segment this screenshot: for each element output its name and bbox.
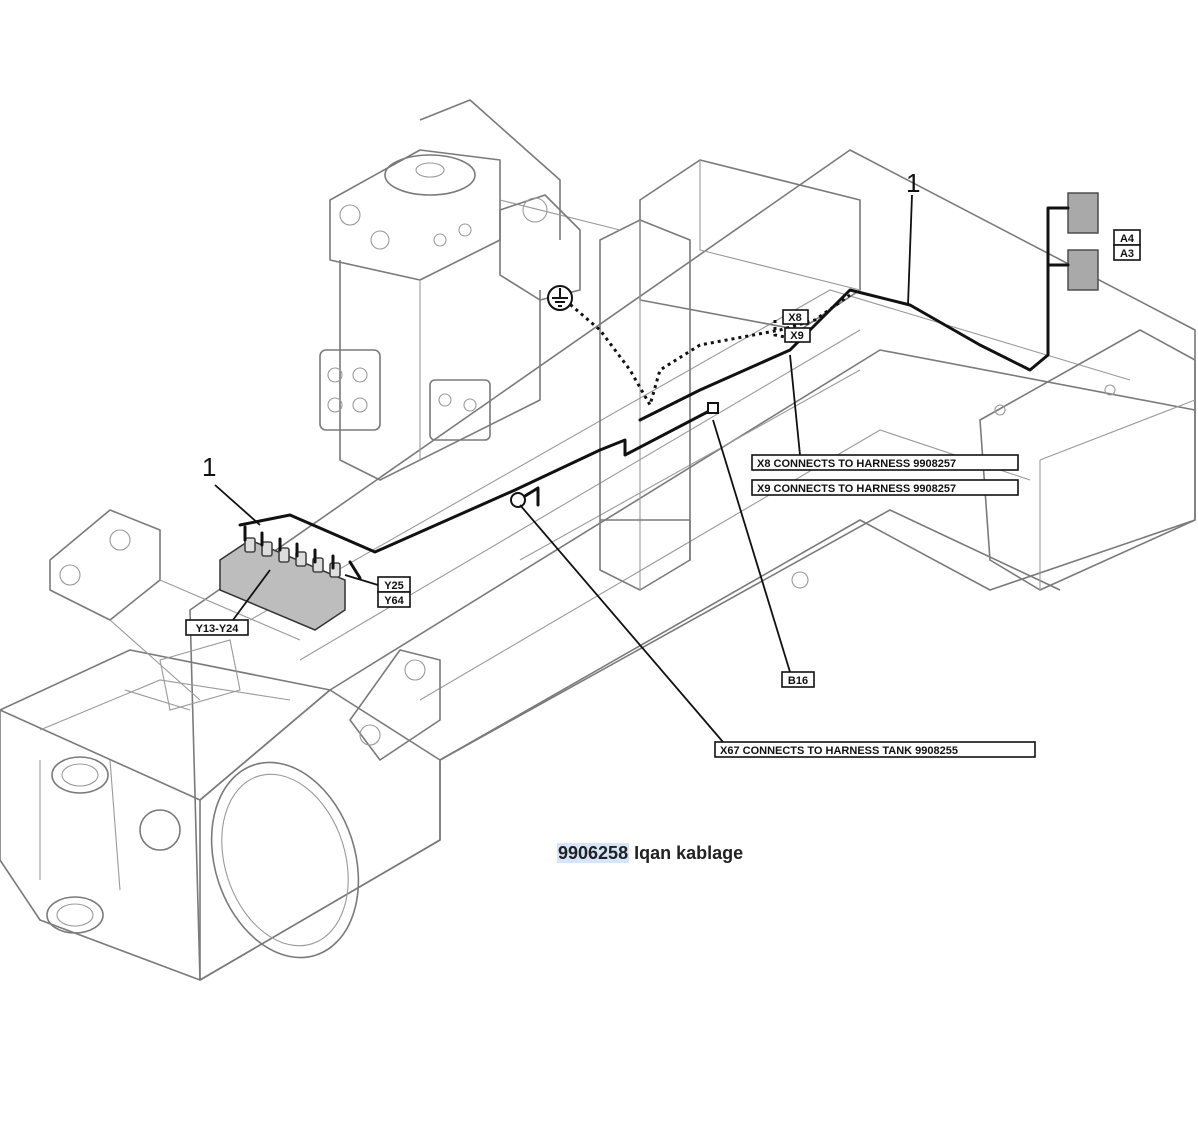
label-x9-short: X9 [784, 327, 811, 343]
leader-lines [214, 194, 913, 743]
label-x9-note: X9 CONNECTS TO HARNESS 9908257 [751, 479, 1019, 496]
label-a4: A4 [1113, 229, 1141, 246]
svg-text:A4: A4 [1120, 233, 1135, 245]
diagram-caption: 9906258 Iqan kablage [557, 843, 743, 864]
svg-text:A3: A3 [1120, 248, 1134, 260]
svg-text:X67 CONNECTS TO HARNESS TANK 9: X67 CONNECTS TO HARNESS TANK 9908255 [720, 745, 958, 757]
label-x67-note: X67 CONNECTS TO HARNESS TANK 9908255 [714, 741, 1036, 758]
svg-text:Y13-Y24: Y13-Y24 [196, 623, 240, 635]
ecu-modules [1067, 192, 1099, 291]
svg-text:B16: B16 [788, 675, 808, 687]
svg-text:X8 CONNECTS TO HARNESS 9908257: X8 CONNECTS TO HARNESS 9908257 [757, 458, 956, 470]
svg-text:X9: X9 [790, 330, 803, 342]
label-y25: Y25 [377, 576, 411, 593]
label-y13-y24: Y13-Y24 [185, 619, 249, 636]
svg-text:X9 CONNECTS TO HARNESS 9908257: X9 CONNECTS TO HARNESS 9908257 [757, 483, 956, 495]
label-y64: Y64 [377, 591, 411, 608]
ecu-a3 [1067, 249, 1099, 291]
wiring-harness [238, 206, 1070, 580]
caption-part-number: 9906258 [557, 843, 630, 863]
valve-block [219, 537, 346, 631]
caption-text: Iqan kablage [629, 843, 744, 863]
label-b16: B16 [781, 671, 815, 688]
label-x8-short: X8 [782, 309, 809, 325]
callout-1-rear: 1 [906, 168, 920, 198]
label-x8-note: X8 CONNECTS TO HARNESS 9908257 [751, 454, 1019, 471]
label-a3: A3 [1113, 244, 1141, 261]
callout-1-front: 1 [202, 452, 216, 482]
svg-text:Y64: Y64 [384, 595, 404, 607]
ecu-a4 [1067, 192, 1099, 234]
svg-text:Y25: Y25 [384, 580, 404, 592]
ground-symbol-icon [547, 285, 573, 311]
svg-text:X8: X8 [788, 312, 801, 324]
machine-frame [0, 99, 1196, 981]
